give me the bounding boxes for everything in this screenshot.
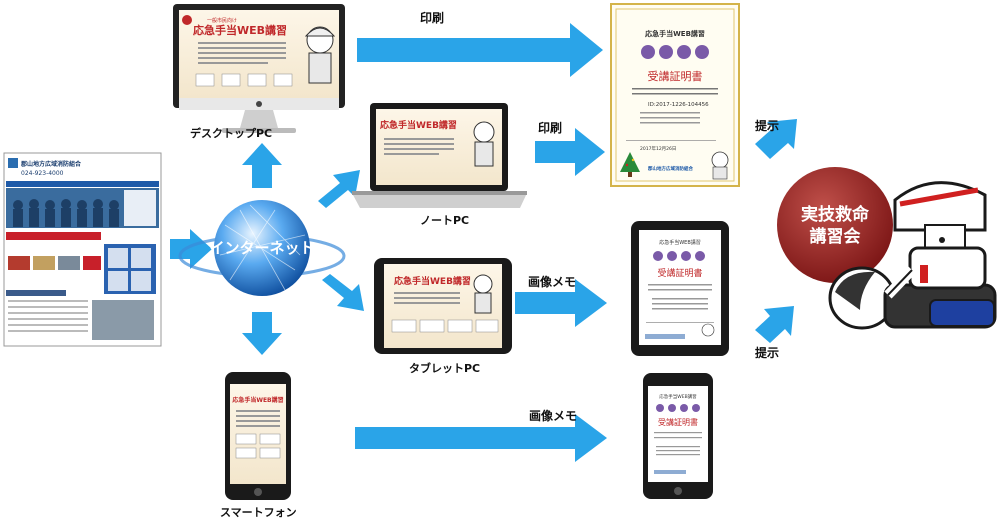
phone-cert-title: 受講証明書 <box>658 417 698 427</box>
arrow-present-top <box>755 119 797 159</box>
notebook-pc: 応急手当WEB講習 ノートPC <box>352 103 527 227</box>
arrow-label-print-mid: 印刷 <box>538 121 562 135</box>
cert-id: ID:2017-1226-104456 <box>648 102 709 108</box>
website-screenshot: 郡山地方広域消防組合 024-923-4000 <box>3 152 162 347</box>
goal-line1: 実技救命 <box>801 204 870 225</box>
internet-label: インターネット <box>209 239 314 257</box>
cert-date: 2017年12月26日 <box>640 145 676 152</box>
cert-title: 受講証明書 <box>648 69 703 83</box>
printed-certificate: 応急手当WEB講習 受講証明書 ID:2017-1226-104456 2017… <box>610 3 740 187</box>
arrow-memo-tablet <box>515 279 607 327</box>
notebook-label: ノートPC <box>420 214 469 227</box>
tablet-cert-header: 応急手当WEB講習 <box>659 239 701 246</box>
arrows <box>170 23 797 462</box>
tablet-pc: 応急手当WEB講習 タブレットPC <box>374 258 512 375</box>
smartphone: 応急手当WEB講習 スマートフォン <box>220 372 297 519</box>
cert-issuer: 郡山地方広域消防組合 <box>647 165 693 172</box>
desktop-screen-tag: 一般市民向け <box>207 17 237 24</box>
arrow-present-bottom <box>755 306 794 343</box>
arrow-internet-to-notebook <box>318 170 360 208</box>
desktop-label: デスクトップPC <box>190 126 272 140</box>
phone-certificate: 応急手当WEB講習 受講証明書 <box>643 373 713 499</box>
internet-globe: インターネット <box>178 200 346 296</box>
cert-badges <box>641 45 709 59</box>
website-name: 郡山地方広域消防組合 <box>20 160 82 168</box>
notebook-screen-title: 応急手当WEB講習 <box>380 119 457 131</box>
tablet-label: タブレットPC <box>409 361 480 375</box>
arrow-label-memo-tablet: 画像メモ <box>528 274 576 289</box>
arrow-print-desktop <box>357 23 603 77</box>
arrow-internet-to-desktop <box>242 143 282 188</box>
cert-header: 応急手当WEB講習 <box>645 29 705 38</box>
phone-cert-header: 応急手当WEB講習 <box>659 393 696 400</box>
practical-course-goal: 実技救命 講習会 <box>777 167 893 283</box>
website-phone: 024-923-4000 <box>21 170 64 177</box>
arrow-website-to-internet <box>170 229 212 269</box>
smartphone-screen-title: 応急手当WEB講習 <box>232 396 283 404</box>
smartphone-label: スマートフォン <box>220 506 297 519</box>
arrow-internet-to-smartphone <box>242 312 282 355</box>
arrow-label-present-top: 提示 <box>755 118 779 133</box>
desktop-screen-title: 応急手当WEB講習 <box>193 23 287 37</box>
goal-line2: 講習会 <box>810 226 861 247</box>
arrow-print-notebook <box>535 128 605 176</box>
tablet-cert-title: 受講証明書 <box>657 267 702 279</box>
tablet-screen-title: 応急手当WEB講習 <box>394 275 471 287</box>
arrow-memo-phone <box>355 414 607 462</box>
firefighter-cpr-illustration <box>828 181 997 330</box>
arrow-internet-to-tablet <box>322 274 364 311</box>
christmas-tree-icon <box>620 152 640 177</box>
arrow-label-print-top: 印刷 <box>420 11 444 25</box>
arrow-label-present-bottom: 提示 <box>755 345 779 360</box>
arrow-label-memo-phone: 画像メモ <box>529 408 577 423</box>
tablet-certificate: 応急手当WEB講習 受講証明書 <box>631 221 729 356</box>
firefighter-mascot-icon <box>304 26 336 84</box>
desktop-pc: 一般市民向け 応急手当WEB講習 デスクトップPC <box>173 4 345 140</box>
